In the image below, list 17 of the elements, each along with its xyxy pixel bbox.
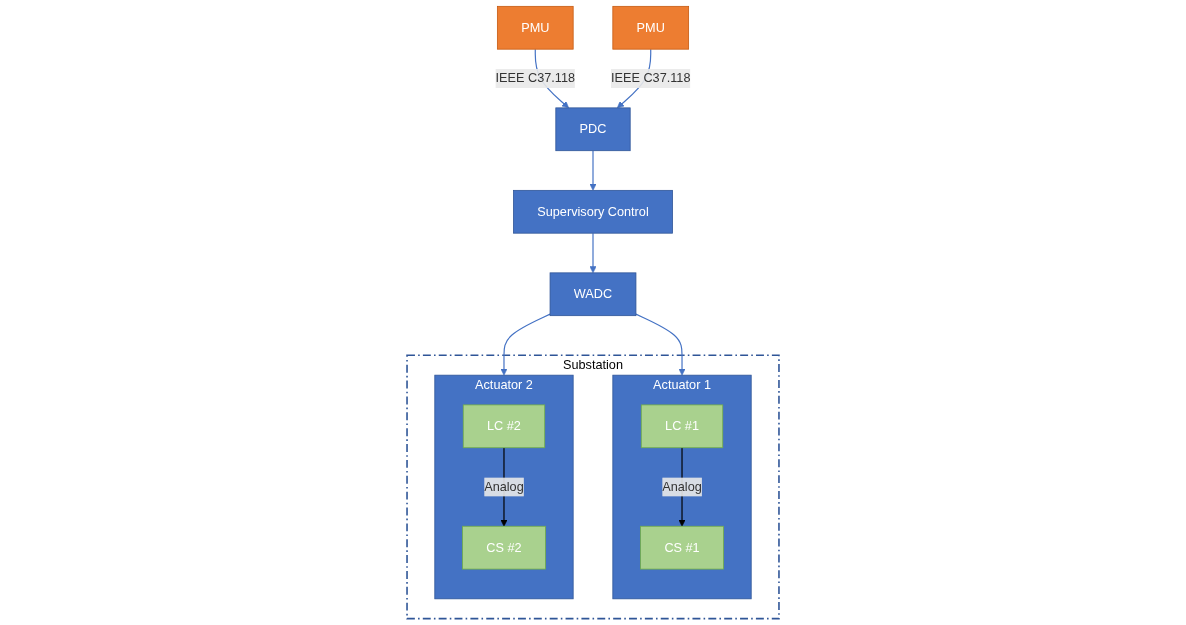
- edge-label: IEEE C37.118: [610, 71, 691, 85]
- node-box: PMU: [612, 5, 689, 50]
- arrow: [500, 313, 551, 376]
- node-box: PMU: [497, 5, 574, 50]
- arrow: [589, 150, 597, 191]
- node-box: LC #2: [462, 404, 546, 449]
- edge-label: Analog: [662, 479, 702, 494]
- node-box: PDC: [555, 107, 631, 152]
- arrow: [635, 313, 686, 376]
- node-box: LC #1: [640, 404, 724, 449]
- node-box: CS #1: [640, 525, 724, 570]
- arrow: [589, 232, 597, 274]
- node-box: CS #2: [462, 525, 546, 570]
- edge-label: Analog: [484, 479, 524, 494]
- node-box: WADC: [549, 272, 637, 317]
- edge-label: IEEE C37.118: [495, 71, 576, 85]
- node-box: Supervisory Control: [513, 189, 673, 234]
